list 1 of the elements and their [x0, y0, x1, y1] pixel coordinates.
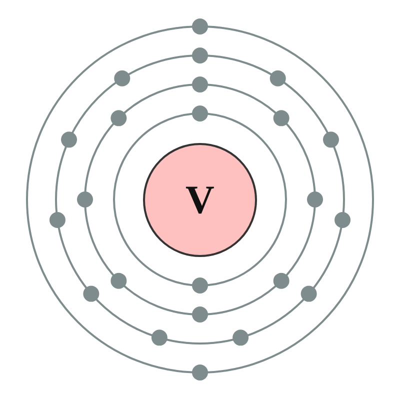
element-symbol: V [186, 180, 214, 220]
